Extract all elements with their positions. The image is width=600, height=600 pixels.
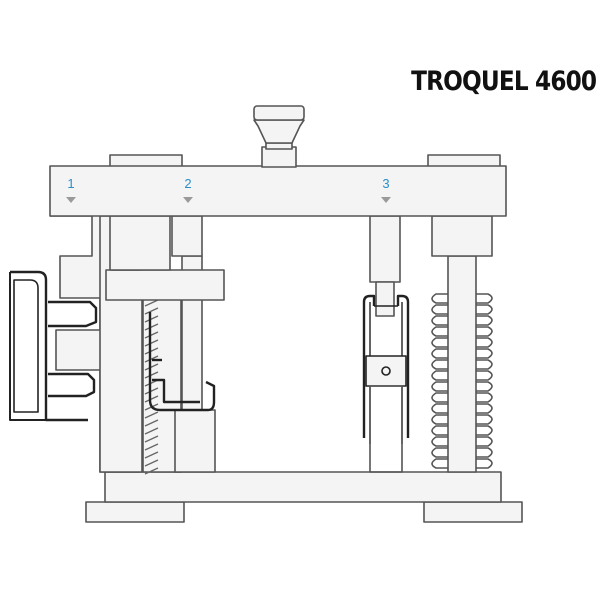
- callout-2-arrow: [183, 197, 193, 203]
- spring-coil: [431, 414, 493, 425]
- screw-thread-line: [144, 315, 159, 323]
- right-punch-rod: [369, 215, 401, 283]
- screw-thread-line: [144, 323, 159, 331]
- callout-markers: 1 2 3: [66, 176, 391, 203]
- center-lower-block: [174, 409, 216, 473]
- screw-thread-line: [144, 435, 159, 443]
- base-feet: [85, 501, 523, 523]
- spring-coil: [431, 337, 493, 348]
- spring-coil: [431, 348, 493, 359]
- cross-plate: [105, 269, 225, 301]
- spring-coil: [431, 458, 493, 469]
- center-aluminium-profile: [148, 312, 216, 412]
- screw-thread-line: [144, 339, 159, 347]
- screw-thread-line: [144, 355, 159, 363]
- screw-thread-line: [144, 443, 159, 451]
- screw-thread-line: [144, 307, 159, 315]
- upper-punch-left: [109, 215, 171, 271]
- spring-coil: [431, 403, 493, 414]
- screw-thread-line: [144, 395, 159, 403]
- callout-1-arrow: [66, 197, 76, 203]
- spring-coil: [431, 425, 493, 436]
- screw-thread-line: [144, 427, 159, 435]
- spring-coil: [431, 436, 493, 447]
- screw-thread-line: [144, 467, 159, 475]
- screw-thread-line: [144, 459, 159, 467]
- right-punch-holder: [375, 281, 395, 317]
- spring-coil: [431, 304, 493, 315]
- spring-coil: [431, 315, 493, 326]
- callout-3-arrow: [381, 197, 391, 203]
- callout-3-label: 3: [382, 176, 389, 191]
- screw-thread-line: [144, 371, 159, 379]
- upper-punch-2: [171, 215, 203, 257]
- screw-thread-line: [144, 451, 159, 459]
- screw-thread-line: [144, 387, 159, 395]
- base-plate: [104, 471, 502, 503]
- right-aluminium-profile: [362, 294, 410, 444]
- spring-coil: [431, 359, 493, 370]
- left-aluminium-profile: [9, 270, 98, 422]
- screw-thread-line: [144, 347, 159, 355]
- screw-thread-line: [144, 411, 159, 419]
- screw-thread-line: [144, 419, 159, 427]
- spring-coil: [431, 447, 493, 458]
- compression-spring: [431, 293, 493, 469]
- right-post-collar: [431, 215, 493, 257]
- screw-thread-line: [144, 331, 159, 339]
- right-guide-post: [447, 255, 477, 473]
- right-jaw-lower: [369, 385, 403, 473]
- screw-thread-line: [144, 299, 159, 307]
- callout-2-label: 2: [184, 176, 191, 191]
- spring-coil: [431, 326, 493, 337]
- callout-1-label: 1: [67, 176, 74, 191]
- spring-coil: [431, 392, 493, 403]
- spring-coil: [431, 381, 493, 392]
- spring-coil: [431, 370, 493, 381]
- top-handle: [253, 105, 305, 168]
- top-crossbar: [49, 165, 507, 217]
- screw-thread-line: [144, 363, 159, 371]
- spring-coil: [431, 293, 493, 304]
- page-title: TROQUEL 4600: [410, 66, 597, 97]
